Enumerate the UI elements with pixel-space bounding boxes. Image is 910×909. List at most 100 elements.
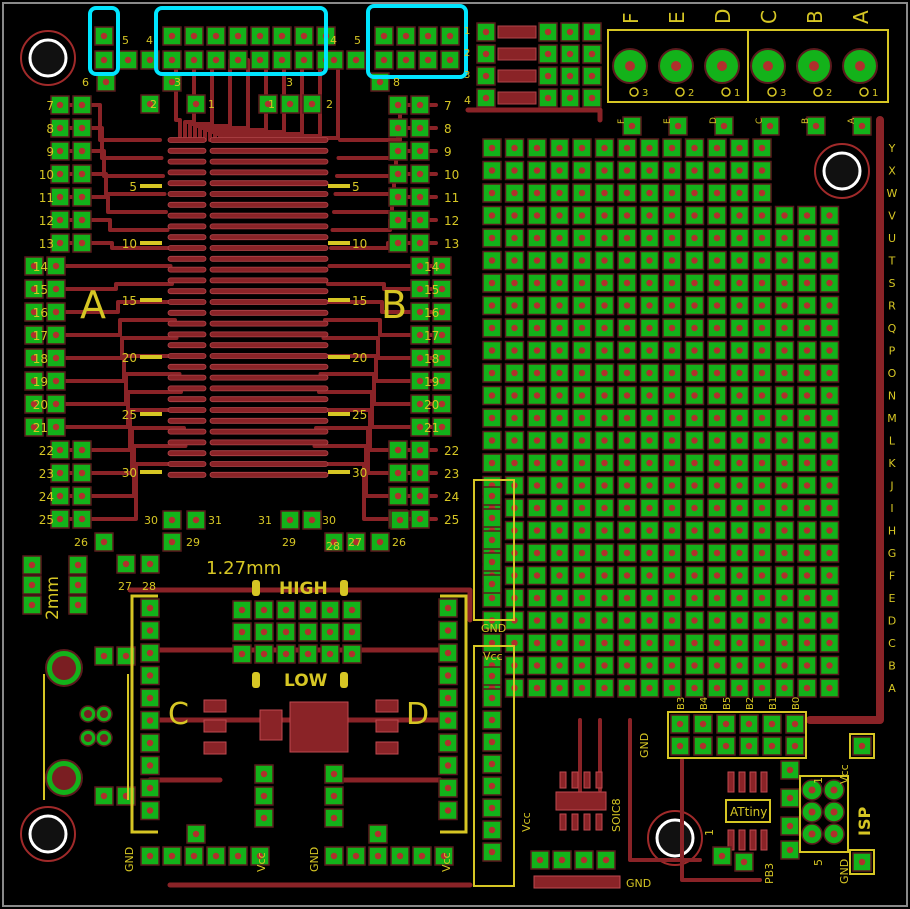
- proto-pad: [684, 340, 705, 361]
- fine-pad-left: [167, 191, 207, 197]
- proto-pad: [482, 453, 502, 473]
- proto-pad: [752, 520, 772, 541]
- pad-drill: [488, 347, 496, 354]
- num-bot-26a: 26: [392, 536, 406, 549]
- pad-drill: [691, 144, 698, 152]
- grid-col-pad: [622, 116, 642, 136]
- pad-drill: [122, 652, 130, 660]
- vcc-label-d: Vcc: [440, 852, 453, 872]
- pad-drill: [394, 446, 402, 454]
- pad-drill: [556, 279, 563, 287]
- two-mm-pad: [68, 555, 88, 575]
- isp-label: ISP: [855, 807, 874, 836]
- vcc-header-pad: [482, 754, 502, 774]
- highlow-pad: [320, 644, 340, 664]
- proto-pad: [572, 520, 592, 541]
- pad-drill: [56, 170, 64, 178]
- proto-pad: [729, 633, 750, 653]
- pad-drill: [308, 100, 316, 108]
- pad-drill: [713, 527, 721, 534]
- pad-drill: [826, 392, 833, 399]
- num-bot-31a: 31: [208, 514, 222, 527]
- pad-drill: [286, 516, 294, 524]
- side-pad-left: [46, 348, 66, 368]
- pad-drill: [78, 469, 86, 477]
- pad-drill: [826, 482, 833, 489]
- pad-drill: [300, 56, 308, 64]
- proto-pad: [729, 498, 750, 518]
- terminal-drill: [763, 61, 773, 71]
- side-pad-right: [410, 118, 430, 138]
- proto-pad: [549, 318, 570, 338]
- pad-drill: [56, 101, 64, 109]
- rj-pad: [560, 44, 580, 64]
- pad-drill: [736, 549, 743, 557]
- fine-pad-right: [209, 396, 329, 403]
- proto-pad: [797, 408, 817, 428]
- proto-pad: [617, 138, 637, 158]
- pad-drill: [826, 414, 833, 422]
- port-b-pad: [670, 736, 690, 756]
- pad-drill: [511, 392, 518, 399]
- pad-drill: [601, 572, 608, 579]
- pad-drill: [556, 414, 563, 422]
- header-pad: [250, 26, 270, 46]
- pad-drill: [623, 347, 631, 354]
- pad-drill: [326, 606, 334, 614]
- port-b-label: B0: [791, 697, 802, 710]
- proto-pad: [639, 610, 660, 631]
- grid-col-pad: [852, 116, 872, 136]
- proto-pad: [504, 408, 525, 428]
- pad-drill: [416, 515, 424, 523]
- cd-extra-pad: [324, 764, 344, 784]
- pad-drill: [803, 482, 811, 489]
- proto-pad: [797, 475, 817, 496]
- pin-num-right: 19: [424, 375, 439, 389]
- proto-pad: [549, 498, 570, 518]
- proto-pad: [594, 475, 615, 496]
- highlow-pad: [342, 622, 362, 642]
- proto-pad: [662, 138, 682, 158]
- pad-drill: [488, 234, 496, 242]
- pad-drill: [578, 504, 586, 512]
- fine-pad-right: [209, 223, 329, 230]
- header-pad: [396, 50, 416, 70]
- pad-drill: [803, 257, 811, 264]
- grid-row-letter: P: [889, 345, 896, 358]
- pad-drill: [556, 617, 563, 624]
- proto-pad: [527, 588, 547, 608]
- num-top-right-4: 4: [330, 34, 337, 47]
- pad-drill: [691, 234, 698, 242]
- proto-pad: [594, 228, 615, 248]
- pad-drill: [52, 423, 60, 431]
- pad-drill: [736, 302, 743, 309]
- pad-drill: [488, 716, 496, 724]
- pad-drill: [601, 482, 608, 489]
- pad-drill: [713, 279, 721, 287]
- pad-drill: [623, 414, 631, 422]
- pad-drill: [768, 742, 776, 750]
- pad-drill: [646, 347, 653, 354]
- grid-row-letter: W: [887, 187, 898, 200]
- pad-drill: [803, 279, 811, 287]
- proto-pad: [504, 363, 525, 383]
- grid-row-letter: T: [888, 255, 896, 268]
- fine-pad-left: [167, 255, 207, 262]
- num-top-mid-1a: 1: [208, 98, 215, 111]
- pad-drill: [578, 257, 586, 264]
- header-pad: [324, 50, 344, 70]
- pad-drill: [348, 650, 356, 658]
- pad-drill: [556, 459, 563, 467]
- pad-drill: [578, 572, 586, 579]
- fine-pad-right: [209, 234, 329, 241]
- pad-drill: [623, 482, 631, 489]
- proto-pad: [752, 250, 772, 271]
- num-bot-29b: 29: [282, 536, 296, 549]
- side-pad-right: [388, 440, 408, 460]
- proto-pad: [504, 250, 525, 271]
- proto-pad: [482, 318, 502, 338]
- fine-pad-left: [167, 320, 207, 327]
- side-pad-right: [432, 417, 452, 437]
- c-pad: [140, 643, 160, 663]
- fine-marker-left: 25: [122, 408, 137, 422]
